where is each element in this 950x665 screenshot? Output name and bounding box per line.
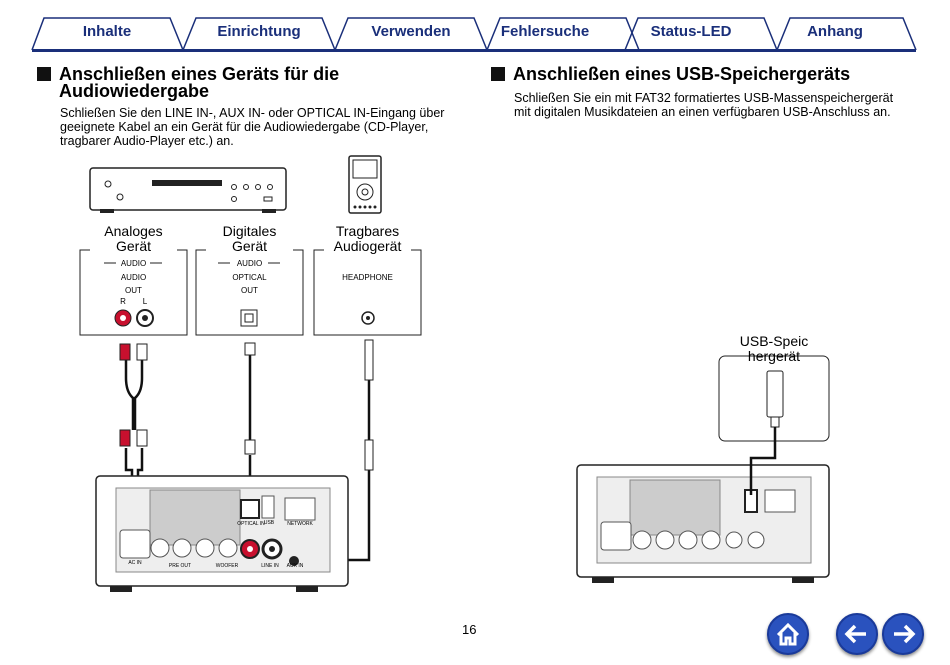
label-line: Gerät — [115, 238, 151, 254]
tab-status-led[interactable]: Status-LED — [650, 23, 732, 40]
portable-player-illustration — [348, 155, 382, 214]
main-unit-rear-right — [576, 464, 830, 583]
para-line: Schließen Sie ein mit FAT32 formatiertes… — [514, 91, 894, 105]
rear-label-optical-in: OPTICAL IN — [237, 521, 265, 527]
home-icon — [776, 622, 800, 646]
cd-player-illustration — [89, 167, 287, 213]
label-line: hergerät — [747, 348, 801, 364]
tab-fehlersuche[interactable]: Fehlersuche — [500, 23, 590, 40]
arrow-left-icon — [844, 624, 866, 644]
port-l-label: L — [142, 297, 148, 306]
rear-label-ac-in: AC IN — [128, 560, 142, 566]
label-line: Gerät — [231, 238, 267, 254]
label-line: USB-Speic — [739, 333, 809, 349]
group-label: AUDIO — [120, 259, 147, 268]
main-unit-rear-left — [95, 475, 349, 592]
heading-line-2: Audiowiedergabe — [59, 81, 210, 101]
para-line: mit digitalen Musikdateien an einen verf… — [514, 105, 891, 119]
para-line: Schließen Sie den LINE IN-, AUX IN- oder… — [60, 106, 445, 120]
label-line: Tragbares — [335, 223, 400, 239]
tab-einrichtung[interactable]: Einrichtung — [217, 23, 301, 40]
section-heading-audio: Anschließen eines Geräts für die Audiowi… — [37, 64, 340, 101]
port-label: OUT — [241, 286, 258, 295]
bullet-square-icon — [37, 67, 51, 81]
heading-line-1: Anschließen eines Geräts für die — [59, 64, 340, 84]
home-button[interactable] — [767, 613, 809, 655]
port-r-label: R — [120, 297, 126, 306]
tab-verwenden[interactable]: Verwenden — [371, 23, 451, 40]
tab-anhang[interactable]: Anhang — [807, 23, 863, 40]
audio-instructions: Schließen Sie den LINE IN-, AUX IN- oder… — [60, 106, 444, 148]
back-button[interactable] — [836, 613, 878, 655]
para-line: tragbarer Audio-Player etc.) an. — [60, 134, 234, 148]
port-label: HEADPHONE — [342, 273, 393, 282]
rear-label-pre-out: PRE OUT — [168, 563, 192, 569]
rear-label-line-in: LINE IN — [261, 563, 279, 569]
tab-inhalte[interactable]: Inhalte — [82, 23, 132, 40]
arrow-right-icon — [894, 624, 916, 644]
bullet-square-icon — [491, 67, 505, 81]
forward-button[interactable] — [882, 613, 924, 655]
usb-instructions: Schließen Sie ein mit FAT32 formatiertes… — [514, 91, 893, 119]
group-label: AUDIO — [236, 259, 263, 268]
section-heading-usb: Anschließen eines USB-Speichergeräts — [491, 64, 851, 84]
tab-baseline — [32, 49, 916, 52]
rear-label-woofer: WOOFER — [215, 563, 239, 569]
port-label: AUDIO — [120, 273, 147, 282]
heading-usb-text: Anschließen eines USB-Speichergeräts — [513, 64, 851, 84]
label-line: Digitales — [222, 223, 277, 239]
para-line: geeignete Kabel an ein Gerät für die Aud… — [60, 120, 429, 134]
tab-bar: Inhalte Einrichtung Verwenden Fehlersuch… — [0, 0, 950, 56]
rear-label-network: NETWORK — [287, 521, 313, 527]
port-label: OPTICAL — [232, 273, 267, 282]
label-line: Analoges — [104, 223, 163, 239]
rear-label-aux-in: AUX IN — [286, 563, 304, 569]
label-line: Audiogerät — [333, 238, 402, 254]
page-number: 16 — [462, 622, 477, 637]
port-label: OUT — [125, 286, 142, 295]
tab-outlines — [31, 17, 917, 51]
rear-label-usb: USB — [263, 520, 275, 526]
